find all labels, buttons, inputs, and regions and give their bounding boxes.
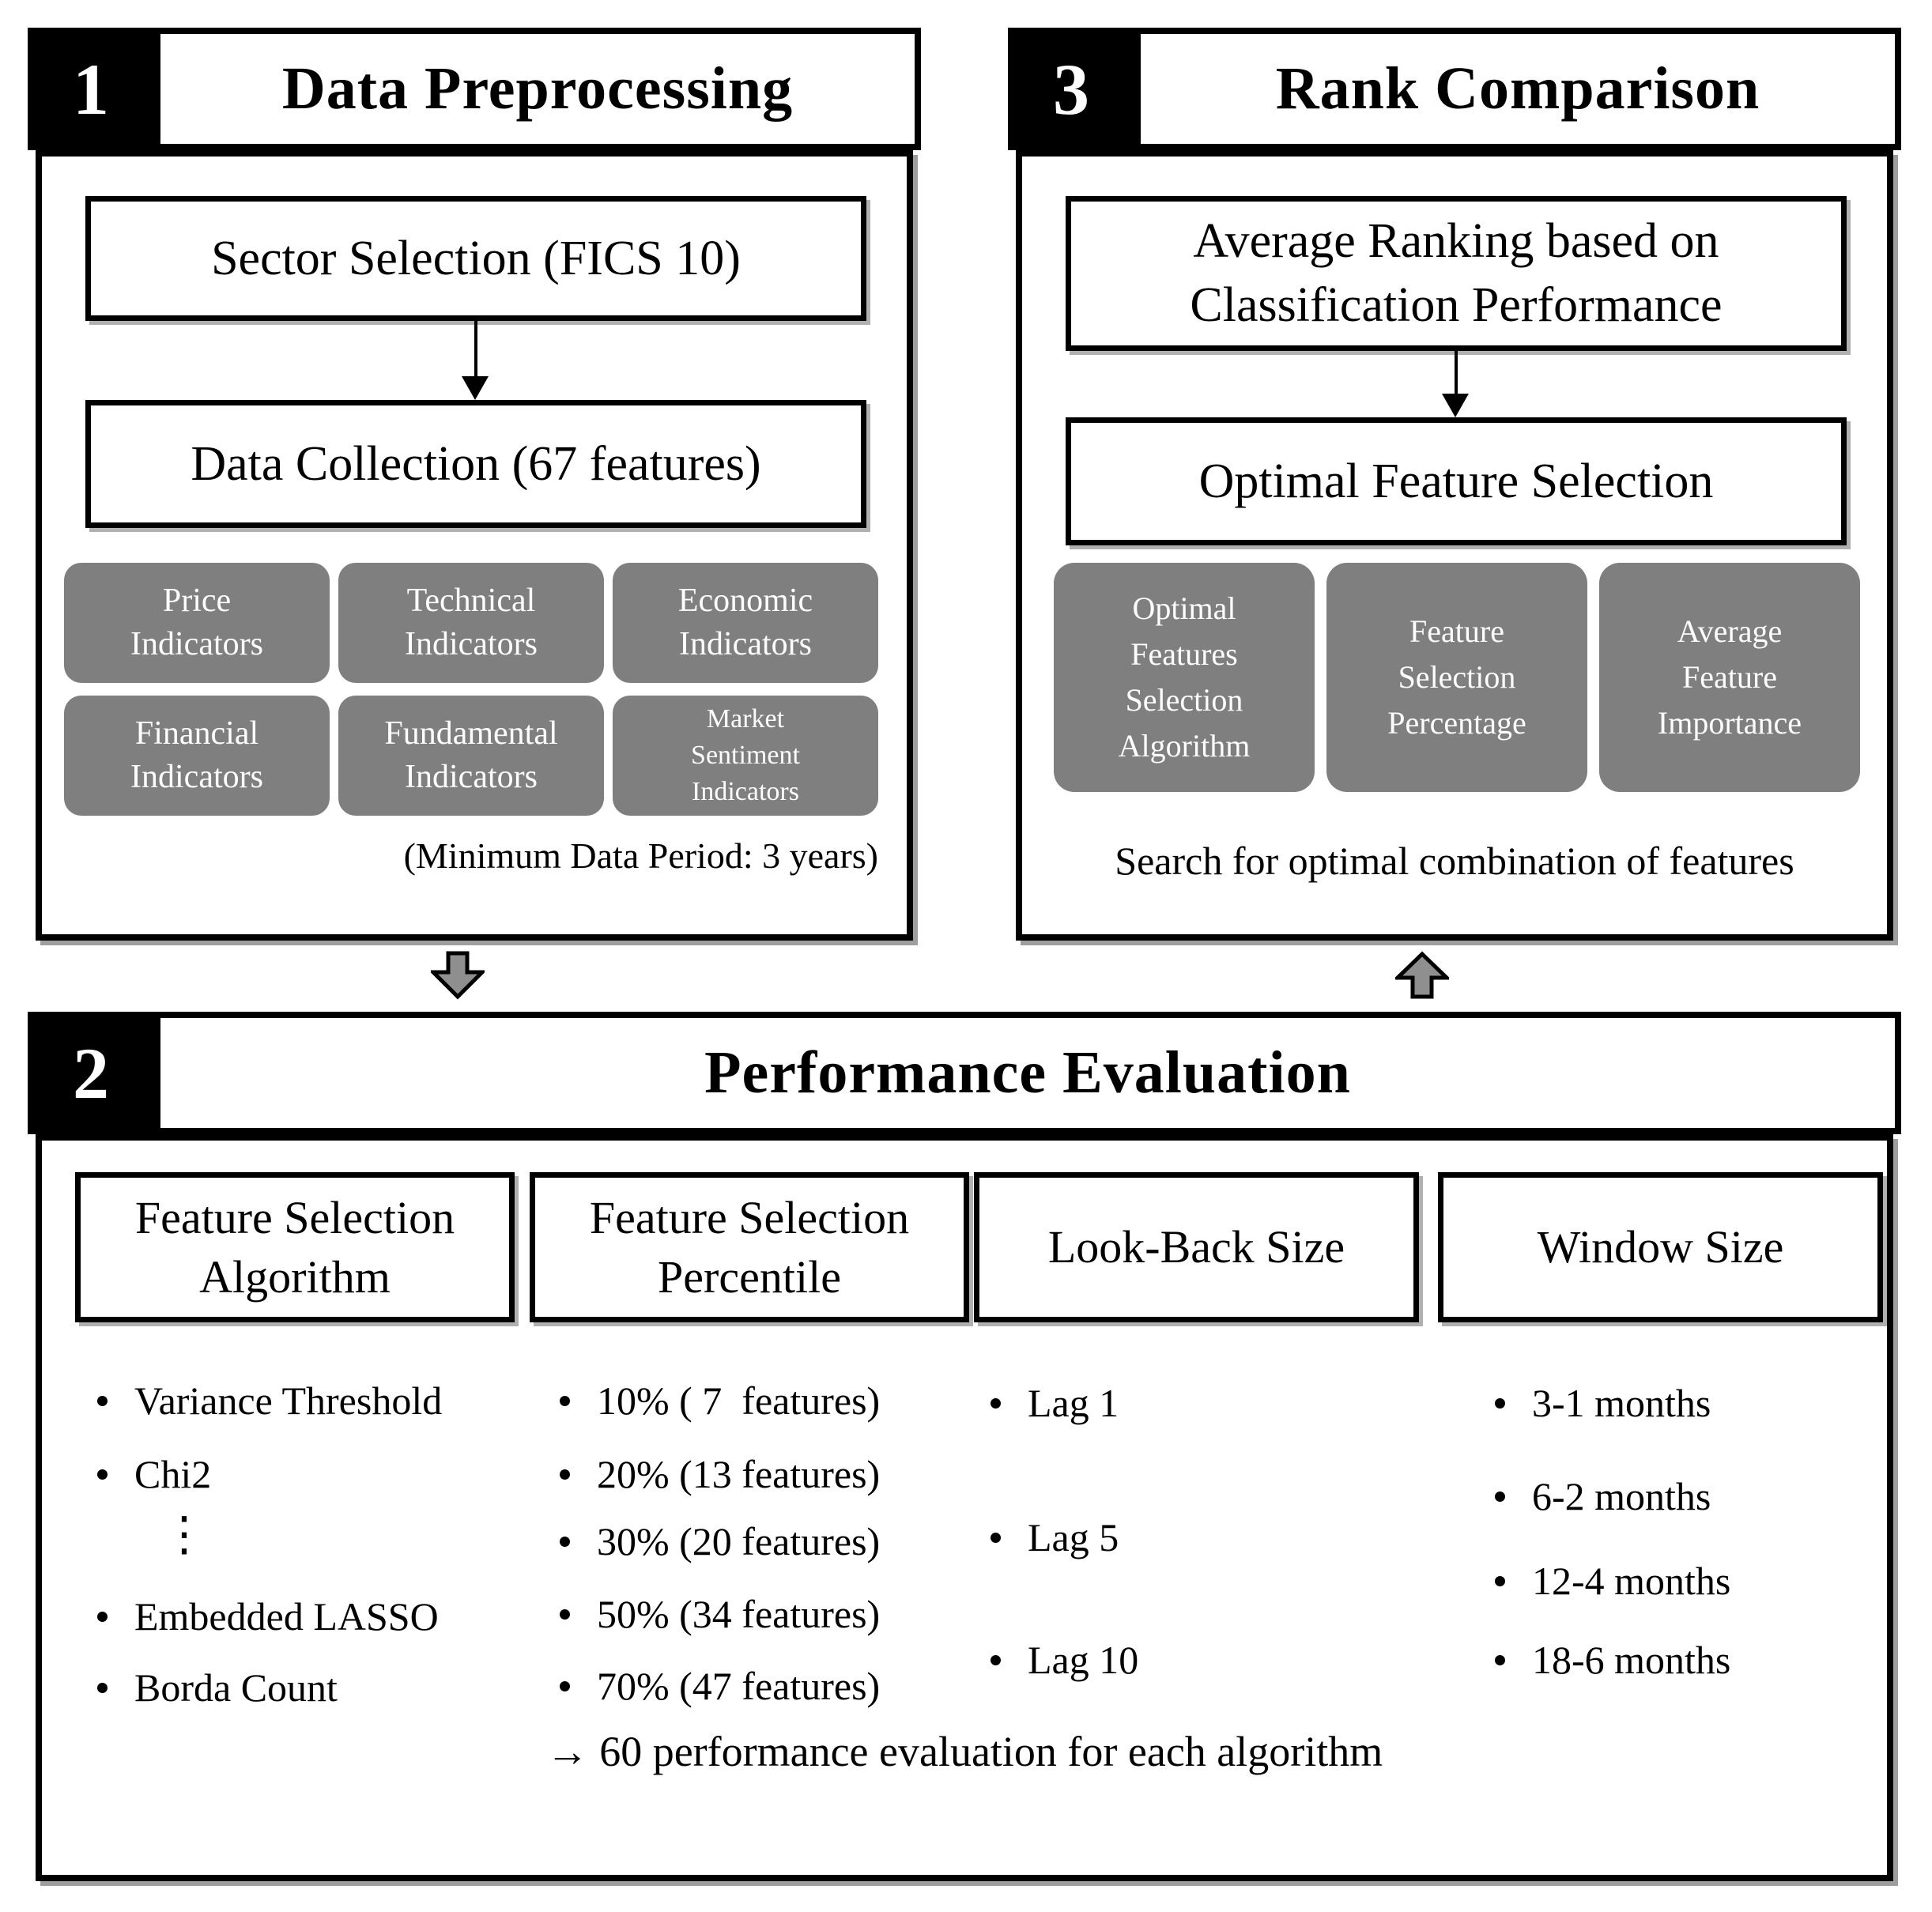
panel2-content: Feature Selection Algorithm Feature Sele…	[36, 1134, 1893, 1881]
block-arrow-up-icon	[1395, 951, 1449, 999]
look-back-size-header: Look-Back Size	[974, 1172, 1419, 1322]
list-item: 50% (34 features)	[560, 1590, 880, 1638]
bullet-icon	[991, 1654, 1001, 1665]
algorithm-item: Borda Count	[134, 1665, 338, 1710]
price-indicators-box: Price Indicators	[64, 563, 330, 683]
sector-selection-box: Sector Selection (FICS 10)	[85, 196, 866, 321]
list-item: Lag 1	[991, 1379, 1119, 1427]
optimal-features-selection-algorithm-box: Optimal Features Selection Algorithm	[1054, 563, 1315, 792]
bullet-icon	[97, 1469, 108, 1480]
panel3-content: Average Ranking based on Classification …	[1016, 150, 1893, 941]
bullet-icon	[1495, 1491, 1505, 1502]
window-size-header: Window Size	[1438, 1172, 1883, 1322]
window-item: 18-6 months	[1532, 1638, 1731, 1682]
feature-selection-algorithm-header: Feature Selection Algorithm	[75, 1172, 515, 1322]
feature-selection-percentage-box: Feature Selection Percentage	[1326, 563, 1587, 792]
panel1-title-box: Data Preprocessing	[154, 28, 921, 150]
bullet-icon	[991, 1532, 1001, 1543]
flow-arrowhead-down-icon	[1442, 394, 1469, 417]
fundamental-indicators-box: Fundamental Indicators	[338, 696, 604, 816]
panel3-title-box: Rank Comparison	[1134, 28, 1901, 150]
panel-performance-evaluation: 2 Performance Evaluation Feature Selecti…	[28, 1012, 1901, 1889]
window-item: 3-1 months	[1532, 1381, 1711, 1425]
bullet-icon	[1495, 1575, 1505, 1586]
data-collection-box: Data Collection (67 features)	[85, 400, 866, 528]
percentile-item: 30% (20 features)	[597, 1519, 881, 1563]
list-item: 6-2 months	[1495, 1473, 1711, 1520]
list-item: Borda Count	[97, 1664, 338, 1711]
economic-indicators-box: Economic Indicators	[613, 563, 878, 683]
block-arrow-down-icon	[431, 951, 485, 1000]
list-item: 18-6 months	[1495, 1636, 1730, 1684]
technical-indicators-box: Technical Indicators	[338, 563, 604, 683]
bullet-icon	[97, 1611, 108, 1622]
step-number-2: 2	[28, 1012, 154, 1134]
bullet-icon	[1495, 1654, 1505, 1665]
percentile-item: 70% (47 features)	[597, 1664, 881, 1708]
panel2-title-box: Performance Evaluation	[154, 1012, 1901, 1134]
search-optimal-combination-note: Search for optimal combination of featur…	[1115, 839, 1794, 883]
list-item: 12-4 months	[1495, 1557, 1730, 1605]
bullet-icon	[560, 1536, 570, 1547]
bullet-icon	[560, 1680, 570, 1691]
algorithm-item: Variance Threshold	[134, 1378, 443, 1423]
panel-rank-comparison: 3 Rank Comparison Average Ranking based …	[1008, 28, 1901, 945]
list-item: Chi2	[97, 1450, 211, 1498]
algorithm-item: Embedded LASSO	[134, 1594, 439, 1639]
percentile-item: 50% (34 features)	[597, 1592, 881, 1636]
list-item: Embedded LASSO	[97, 1593, 439, 1640]
bullet-icon	[97, 1395, 108, 1406]
vertical-ellipsis: ⋮	[160, 1507, 208, 1562]
percentile-item: 10% ( 7 features)	[597, 1378, 881, 1423]
optimal-feature-selection-box: Optimal Feature Selection	[1066, 417, 1847, 545]
lag-item: Lag 1	[1028, 1381, 1119, 1425]
average-feature-importance-box: Average Feature Importance	[1599, 563, 1860, 792]
list-item: 70% (47 features)	[560, 1662, 880, 1710]
average-ranking-box: Average Ranking based on Classification …	[1066, 196, 1847, 351]
evaluation-summary-note: → 60 performance evaluation for each alg…	[545, 1728, 1383, 1775]
financial-indicators-box: Financial Indicators	[64, 696, 330, 816]
step-number-3: 3	[1008, 28, 1134, 150]
list-item: 20% (13 features)	[560, 1450, 880, 1498]
flow-arrowhead-down-icon	[462, 376, 489, 400]
window-item: 6-2 months	[1532, 1474, 1711, 1518]
list-item: Variance Threshold	[97, 1377, 442, 1424]
panel2-title: Performance Evaluation	[704, 1039, 1351, 1106]
list-item: Lag 10	[991, 1636, 1138, 1684]
list-item: 10% ( 7 features)	[560, 1377, 880, 1424]
panel3-title: Rank Comparison	[1275, 55, 1760, 122]
bullet-icon	[97, 1682, 108, 1693]
percentile-item: 20% (13 features)	[597, 1452, 881, 1496]
lag-item: Lag 10	[1028, 1638, 1139, 1682]
flow-connector-line	[474, 321, 477, 378]
market-sentiment-indicators-box: Market Sentiment Indicators	[613, 696, 878, 816]
minimum-data-period-note: (Minimum Data Period: 3 years)	[403, 835, 878, 876]
panel1-content: Sector Selection (FICS 10) Data Collecti…	[36, 150, 913, 941]
bullet-icon	[991, 1397, 1001, 1409]
panel-data-preprocessing: 1 Data Preprocessing Sector Selection (F…	[28, 28, 921, 945]
panel1-title: Data Preprocessing	[281, 55, 794, 122]
lag-item: Lag 5	[1028, 1515, 1119, 1559]
feature-selection-percentile-header: Feature Selection Percentile	[530, 1172, 969, 1322]
bullet-icon	[1495, 1397, 1505, 1409]
bullet-icon	[560, 1469, 570, 1480]
list-item: 3-1 months	[1495, 1379, 1711, 1427]
algorithm-item: Chi2	[134, 1452, 212, 1496]
list-item: 30% (20 features)	[560, 1518, 880, 1565]
flow-connector-line	[1455, 351, 1458, 395]
step-number-1: 1	[28, 28, 154, 150]
bullet-icon	[560, 1608, 570, 1620]
list-item: Lag 5	[991, 1514, 1119, 1561]
bullet-icon	[560, 1395, 570, 1406]
window-item: 12-4 months	[1532, 1559, 1731, 1603]
